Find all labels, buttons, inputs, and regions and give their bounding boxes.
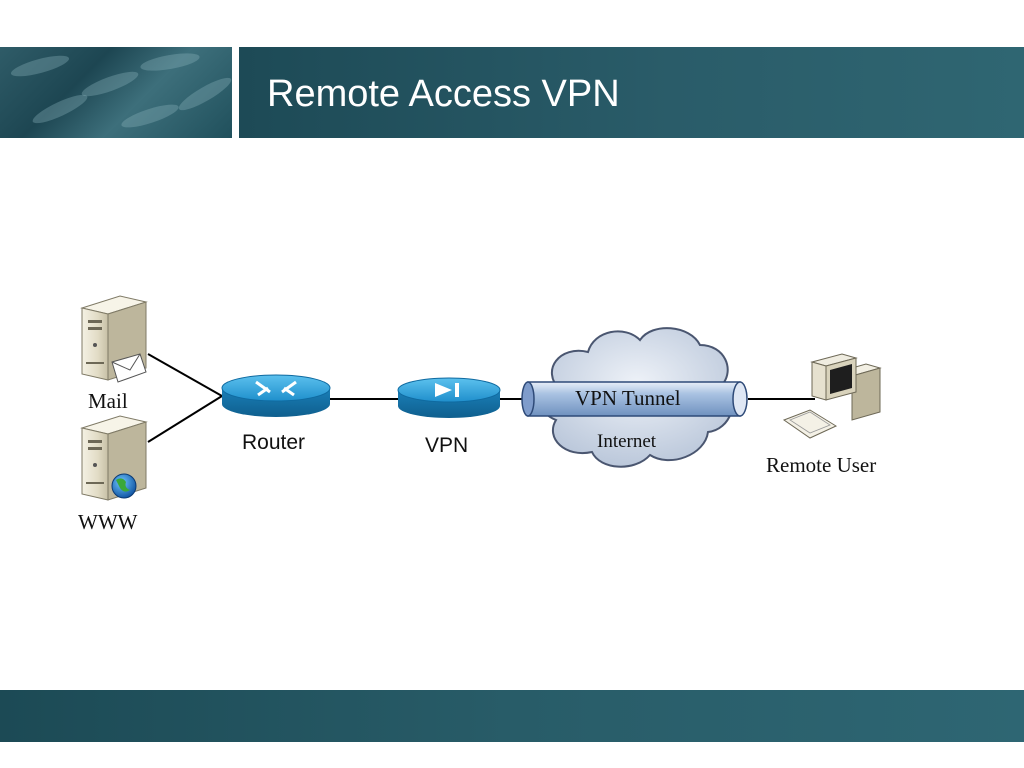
tunnel-label: VPN Tunnel (575, 386, 681, 410)
slide-title: Remote Access VPN (267, 73, 620, 115)
workstation-icon (782, 353, 882, 439)
vpn-label: VPN (425, 434, 468, 457)
www-label: WWW (78, 510, 138, 534)
web-server-icon (80, 415, 148, 501)
internet-label: Internet (597, 431, 657, 452)
header-fish-image (0, 47, 232, 138)
edge-mail-router (147, 353, 223, 397)
edge-www-router (147, 395, 223, 443)
mail-label: Mail (88, 389, 128, 413)
router-label: Router (242, 431, 305, 454)
title-bar: Remote Access VPN (239, 47, 1024, 138)
router-icon (221, 374, 331, 417)
edges (147, 353, 815, 443)
tunnel-pipe-icon (521, 381, 748, 417)
vpn-concentrator-icon (397, 377, 501, 418)
footer-bar (0, 690, 1024, 742)
header-divider (232, 47, 239, 138)
mail-server-icon (80, 295, 148, 383)
remote-user-label: Remote User (766, 453, 876, 477)
